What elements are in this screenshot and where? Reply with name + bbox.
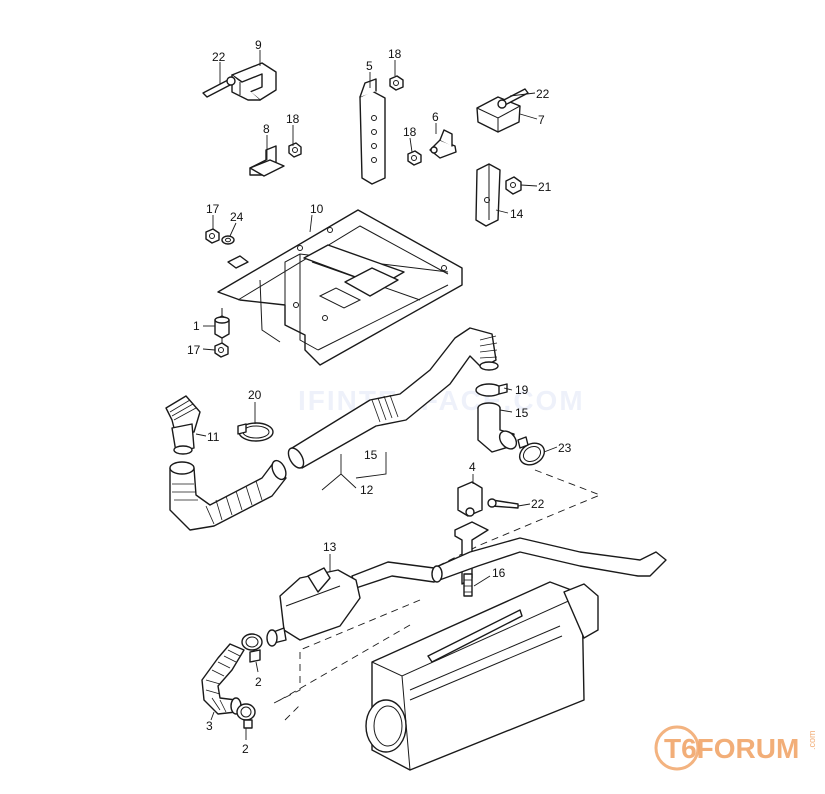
nut-part-17-bottom <box>214 342 229 358</box>
callout-21: 21 <box>538 180 552 194</box>
callout-22-middle: 22 <box>531 497 545 511</box>
logo-suffix: .com <box>807 730 817 750</box>
callout-20: 20 <box>248 388 262 402</box>
callout-9: 9 <box>255 38 262 52</box>
callout-12: 12 <box>360 483 374 497</box>
bracket-part-6 <box>429 129 457 159</box>
flexible-exhaust-pipe-part-3 <box>201 643 245 715</box>
callout-labels: 9 22 8 18 5 18 18 6 22 7 21 14 10 17 24 … <box>187 38 572 756</box>
nut-part-18-c <box>407 150 422 166</box>
nut-part-17-top <box>205 228 220 244</box>
callout-24: 24 <box>230 210 244 224</box>
washer-part-24 <box>221 235 235 245</box>
nut-part-18-a <box>288 142 302 158</box>
callout-5: 5 <box>366 59 373 73</box>
callout-16: 16 <box>492 566 506 580</box>
heater-unit <box>365 581 599 771</box>
bracket-part-8 <box>249 145 285 177</box>
callout-11: 11 <box>207 430 220 444</box>
t6forum-logo: T6FORUM .com <box>654 725 817 771</box>
nut-part-21 <box>505 176 522 195</box>
callout-18-middle: 18 <box>403 125 417 139</box>
callout-14: 14 <box>510 207 524 221</box>
mounting-frame-part-10 <box>217 209 463 366</box>
callout-17-bottom: 17 <box>187 343 201 357</box>
callout-22-top-left: 22 <box>212 50 226 64</box>
muffler-part-13 <box>266 567 361 647</box>
small-clip-on-frame <box>227 255 249 269</box>
callout-23: 23 <box>558 441 572 455</box>
air-hose-middle <box>287 327 499 469</box>
callout-7: 7 <box>538 113 545 127</box>
callout-2-lower: 2 <box>242 742 249 756</box>
callout-13: 13 <box>323 540 337 554</box>
callout-18-left: 18 <box>286 112 300 126</box>
callout-15-middle: 15 <box>364 448 378 462</box>
callout-22-top-right: 22 <box>536 87 550 101</box>
bolt-part-22-top-left <box>202 76 236 98</box>
hose-clamp-part-19 <box>475 383 508 397</box>
exhaust-pipe <box>351 537 667 589</box>
exhaust-clamp-part-2-upper <box>241 633 263 663</box>
callout-18-top: 18 <box>388 47 402 61</box>
logo-text: T6FORUM <box>664 733 799 764</box>
callout-1: 1 <box>193 319 200 333</box>
bolt-part-16 <box>463 573 473 597</box>
intake-stub-part-11 <box>165 395 201 455</box>
bolt-part-22-top-right <box>497 88 529 109</box>
callout-15-right: 15 <box>515 406 529 420</box>
strap-part-14 <box>475 163 501 227</box>
rubber-mount-part-1 <box>214 308 230 346</box>
bolt-part-22-middle <box>487 498 519 509</box>
callout-8: 8 <box>263 122 270 136</box>
bracket-part-9 <box>231 62 277 101</box>
callout-17-top: 17 <box>206 202 220 216</box>
elbow-part-15 <box>477 402 518 453</box>
callout-10: 10 <box>310 202 324 216</box>
hose-clamp-part-20 <box>237 422 274 442</box>
assembly-dashed-lines <box>269 469 602 721</box>
callout-3: 3 <box>206 719 213 733</box>
hose-clamp-part-23 <box>517 436 546 466</box>
exhaust-clamp-part-2-lower <box>236 703 256 729</box>
callout-2-upper: 2 <box>255 675 262 689</box>
combustion-air-hose-part-12 <box>169 459 287 531</box>
callout-4: 4 <box>469 460 476 474</box>
callout-6: 6 <box>432 110 439 124</box>
bracket-part-7 <box>476 96 521 133</box>
leader-lines <box>195 50 558 740</box>
bracket-part-5 <box>359 78 386 185</box>
nut-part-18-b <box>389 75 404 91</box>
callout-19: 19 <box>515 383 529 397</box>
